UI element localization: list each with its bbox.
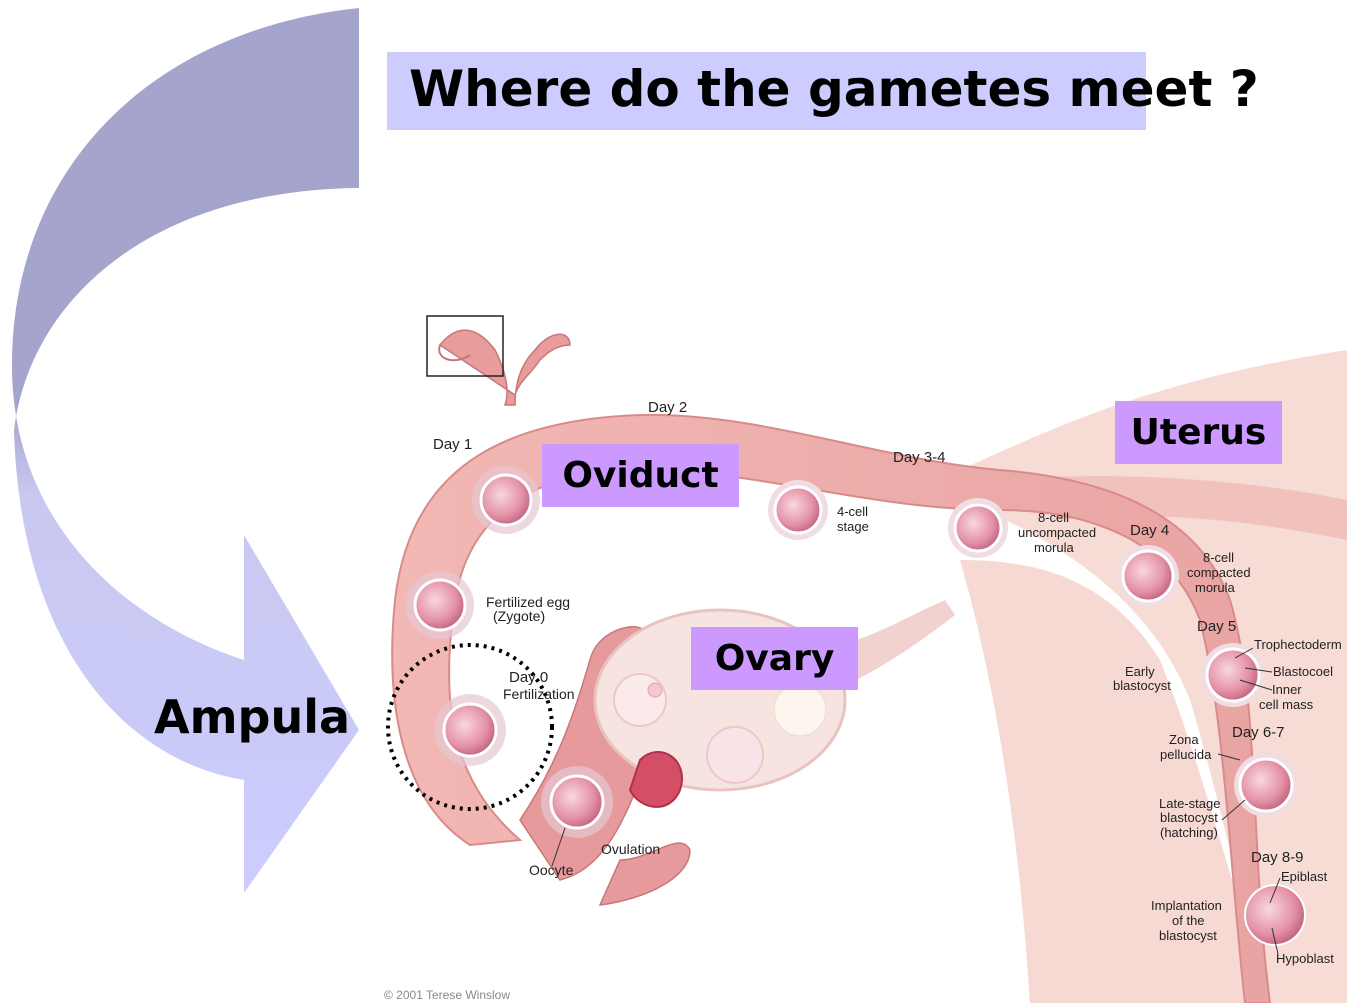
label-8-cell-compacted-3: morula — [1195, 580, 1236, 595]
uterus-label-text: Uterus — [1131, 412, 1267, 453]
label-hypoblast: Hypoblast — [1276, 951, 1334, 966]
copyright-text: © 2001 Terese Winslow — [384, 988, 510, 1002]
label-late-stage-1: Late-stage — [1159, 796, 1220, 811]
label-day-3-4: Day 3-4 — [893, 449, 946, 466]
four-cell-stage — [768, 480, 828, 540]
label-blastocoel: Blastocoel — [1273, 664, 1333, 679]
early-blastocyst — [1201, 643, 1265, 707]
label-zona-2: pellucida — [1160, 747, 1212, 762]
oviduct-label: Oviduct — [542, 444, 739, 507]
day1-cell — [472, 466, 540, 534]
label-epiblast: Epiblast — [1281, 869, 1328, 884]
zygote-cell — [406, 571, 474, 639]
label-zona-1: Zona — [1169, 732, 1199, 747]
uterus-label: Uterus — [1115, 401, 1282, 464]
label-oocyte: Oocyte — [529, 862, 574, 878]
implanting-blastocyst — [1245, 885, 1305, 945]
label-8-cell-uncompacted-1: 8-cell — [1038, 510, 1069, 525]
label-8-cell-compacted-1: 8-cell — [1203, 550, 1234, 565]
eight-cell-compacted — [1117, 545, 1179, 607]
label-inner-cell-mass-1: Inner — [1272, 682, 1302, 697]
label-day-5: Day 5 — [1197, 618, 1236, 635]
label-day-8-9: Day 8-9 — [1251, 849, 1304, 866]
label-inner-cell-mass-2: cell mass — [1259, 697, 1314, 712]
label-ovulation: Ovulation — [601, 841, 660, 857]
label-day-0: Day 0 — [509, 669, 548, 686]
label-day-4: Day 4 — [1130, 522, 1169, 539]
uterus-inset-thumbnail — [427, 316, 570, 405]
label-fertilization: Fertilization — [503, 686, 575, 702]
label-4-cell-1: 4-cell — [837, 504, 868, 519]
eight-cell-uncompacted — [948, 498, 1008, 558]
label-day-1: Day 1 — [433, 436, 472, 453]
fertilization-cell — [434, 694, 506, 766]
late-blastocyst — [1234, 753, 1298, 817]
ovary-label-text: Ovary — [715, 638, 835, 679]
label-8-cell-compacted-2: compacted — [1187, 565, 1251, 580]
ovary-label: Ovary — [691, 627, 858, 690]
label-4-cell-2: stage — [837, 519, 869, 534]
label-implantation-3: blastocyst — [1159, 928, 1217, 943]
label-trophectoderm: Trophectoderm — [1254, 637, 1342, 652]
label-8-cell-uncompacted-2: uncompacted — [1018, 525, 1096, 540]
label-day-2: Day 2 — [648, 399, 687, 416]
label-8-cell-uncompacted-3: morula — [1034, 540, 1075, 555]
label-early-blastocyst-2: blastocyst — [1113, 678, 1171, 693]
label-zygote: (Zygote) — [493, 608, 545, 624]
label-implantation-1: Implantation — [1151, 898, 1222, 913]
label-late-stage-2: blastocyst — [1160, 810, 1218, 825]
label-day-6-7: Day 6-7 — [1232, 724, 1285, 741]
oocyte-cell — [541, 766, 613, 838]
label-early-blastocyst-1: Early — [1125, 664, 1155, 679]
oviduct-label-text: Oviduct — [562, 455, 718, 496]
label-implantation-2: of the — [1172, 913, 1205, 928]
label-late-stage-3: (hatching) — [1160, 825, 1218, 840]
